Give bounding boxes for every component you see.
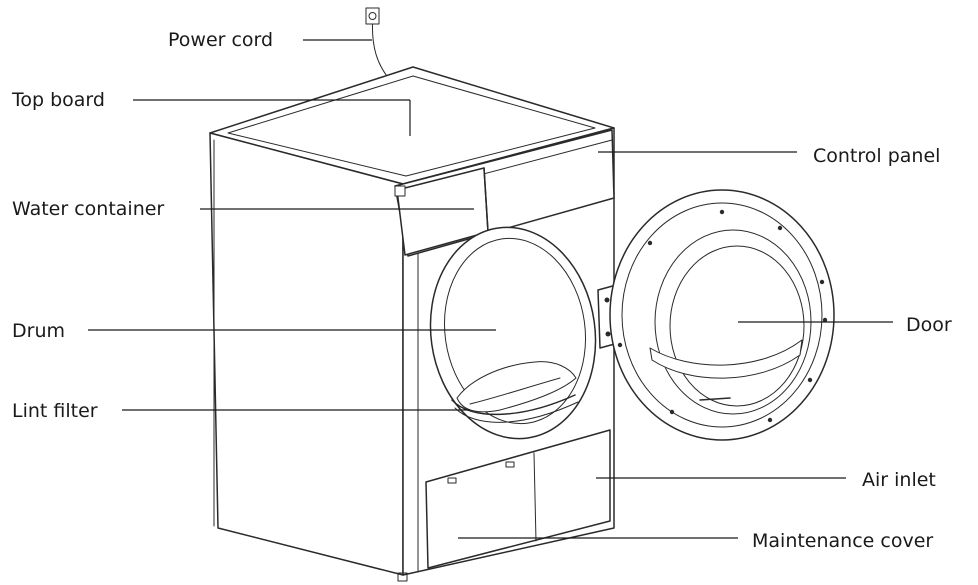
label-water-container: Water container: [12, 198, 474, 220]
power-cord-label: Power cord: [168, 29, 273, 51]
dryer-body: [209, 66, 623, 582]
label-lint-filter: Lint filter: [12, 400, 470, 422]
power-plug-icon: [365, 7, 393, 83]
top-board-label: Top board: [11, 89, 105, 111]
label-door: Door: [738, 314, 952, 336]
label-top-board: Top board: [11, 89, 411, 136]
label-air-inlet: Air inlet: [596, 469, 936, 491]
water-container-label: Water container: [12, 198, 164, 220]
door-shape: [609, 189, 835, 441]
door-label: Door: [906, 314, 952, 336]
label-power-cord: Power cord: [168, 29, 372, 51]
label-control-panel: Control panel: [598, 145, 940, 167]
drum-label: Drum: [12, 320, 65, 342]
lint-filter-label: Lint filter: [12, 400, 98, 422]
air-inlet-label: Air inlet: [862, 469, 936, 491]
label-maintenance-cover: Maintenance cover: [458, 530, 933, 552]
control-panel-label: Control panel: [813, 145, 940, 167]
maintenance-cover-label: Maintenance cover: [752, 530, 933, 552]
label-drum: Drum: [12, 320, 496, 342]
